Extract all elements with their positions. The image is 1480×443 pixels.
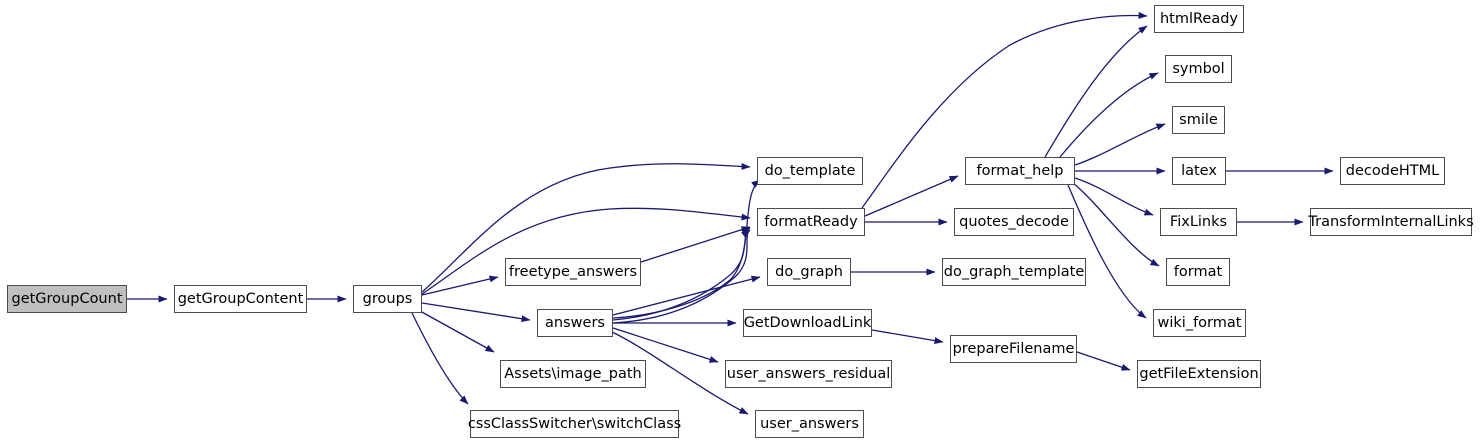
node-label: quotes_decode: [959, 213, 1069, 230]
node-label: formatReady: [764, 213, 858, 230]
node-TransformInternalLinks[interactable]: TransformInternalLinks: [1308, 208, 1474, 236]
node-label: answers: [545, 314, 605, 331]
node-freetype_answers[interactable]: freetype_answers: [505, 258, 641, 286]
node-do_template[interactable]: do_template: [757, 157, 863, 185]
node-label: wiki_format: [1157, 314, 1242, 331]
node-label: htmlReady: [1159, 10, 1239, 27]
node-smile[interactable]: smile: [1172, 106, 1225, 134]
node-FixLinks[interactable]: FixLinks: [1160, 208, 1237, 236]
edge-freetype_answers-to-formatReady: [640, 226, 751, 263]
edge-answers-to-user_answers: [611, 331, 749, 415]
node-label: getGroupCount: [11, 290, 123, 307]
node-GetDownloadLink[interactable]: GetDownloadLink: [743, 309, 872, 337]
edge-format_help-to-smile: [1074, 123, 1166, 166]
node-label: do_template: [764, 162, 856, 179]
edge-format_help-to-symbol: [1059, 72, 1159, 158]
edge-answers-to-formatReady: [612, 227, 751, 321]
node-label: decodeHTML: [1345, 162, 1440, 179]
node-label: freetype_answers: [508, 263, 638, 280]
edge-formatReady-to-format_help: [864, 175, 959, 217]
edge-groups-to-freetype_answers: [421, 275, 499, 296]
node-formatReady[interactable]: formatReady: [757, 208, 865, 236]
node-getGroupCount[interactable]: getGroupCount: [7, 285, 127, 313]
edge-format_help-to-htmlReady: [1044, 25, 1148, 158]
edge-answers-to-formatReady: [612, 229, 751, 324]
node-symbol[interactable]: symbol: [1165, 55, 1232, 83]
node-label: getFileExtension: [1139, 365, 1259, 382]
edge-groups-to-formatReady: [421, 207, 751, 295]
node-label: format_help: [976, 162, 1064, 179]
node-label: FixLinks: [1169, 213, 1228, 230]
node-label: groups: [362, 290, 413, 307]
node-prepareFilename[interactable]: prepareFilename: [950, 335, 1077, 363]
edge-answers-to-do_graph: [612, 275, 761, 316]
edge-answers-to-do_template: [612, 179, 761, 319]
node-do_graph[interactable]: do_graph: [767, 258, 851, 286]
node-label: user_answers: [760, 415, 859, 432]
node-AssetsImagePath[interactable]: Assets\image_path: [500, 360, 646, 388]
node-cssClassSwitcherSwitchClass[interactable]: cssClassSwitcher\switchClass: [468, 410, 681, 438]
node-label: latex: [1181, 162, 1217, 179]
node-getFileExtension[interactable]: getFileExtension: [1137, 360, 1261, 388]
node-format_help[interactable]: format_help: [965, 157, 1075, 185]
edge-format_help-to-format: [1072, 182, 1160, 267]
node-label: cssClassSwitcher\switchClass: [467, 415, 682, 432]
edge-prepareFilename-to-getFileExtension: [1076, 351, 1131, 371]
node-format[interactable]: format: [1166, 258, 1230, 286]
node-getGroupContent[interactable]: getGroupContent: [174, 285, 307, 313]
node-user_answers[interactable]: user_answers: [755, 410, 864, 438]
node-htmlReady[interactable]: htmlReady: [1154, 5, 1244, 33]
node-label: getGroupContent: [177, 290, 304, 307]
node-answers[interactable]: answers: [537, 309, 613, 337]
node-latex[interactable]: latex: [1172, 157, 1226, 185]
node-label: symbol: [1172, 60, 1225, 77]
node-label: prepareFilename: [952, 340, 1075, 357]
node-label: GetDownloadLink: [743, 314, 872, 331]
edge-formatReady-to-htmlReady: [861, 11, 1148, 209]
edge-groups-to-cssClassSwitcherSwitchClass: [411, 312, 469, 405]
node-do_graph_template[interactable]: do_graph_template: [942, 258, 1086, 286]
node-label: do_graph_template: [943, 263, 1085, 280]
node-groups[interactable]: groups: [353, 285, 422, 313]
node-label: TransformInternalLinks: [1308, 213, 1474, 230]
node-label: do_graph: [775, 263, 843, 280]
edge-format_help-to-FixLinks: [1074, 177, 1154, 216]
node-decodeHTML[interactable]: decodeHTML: [1340, 157, 1445, 185]
edge-groups-to-AssetsImagePath: [419, 310, 495, 353]
node-quotes_decode[interactable]: quotes_decode: [954, 208, 1074, 236]
edge-groups-to-answers: [421, 302, 531, 323]
node-wiki_format[interactable]: wiki_format: [1153, 309, 1246, 337]
edge-groups-to-do_template: [421, 162, 751, 293]
edge-GetDownloadLink-to-prepareFilename: [871, 329, 944, 345]
node-label: Assets\image_path: [504, 365, 642, 382]
node-label: user_answers_residual: [726, 365, 891, 382]
node-label: smile: [1179, 111, 1218, 128]
edge-answers-to-user_answers_residual: [612, 327, 719, 363]
edge-format_help-to-wiki_format: [1067, 184, 1147, 319]
node-label: format: [1173, 263, 1223, 280]
node-user_answers_residual[interactable]: user_answers_residual: [725, 360, 892, 388]
